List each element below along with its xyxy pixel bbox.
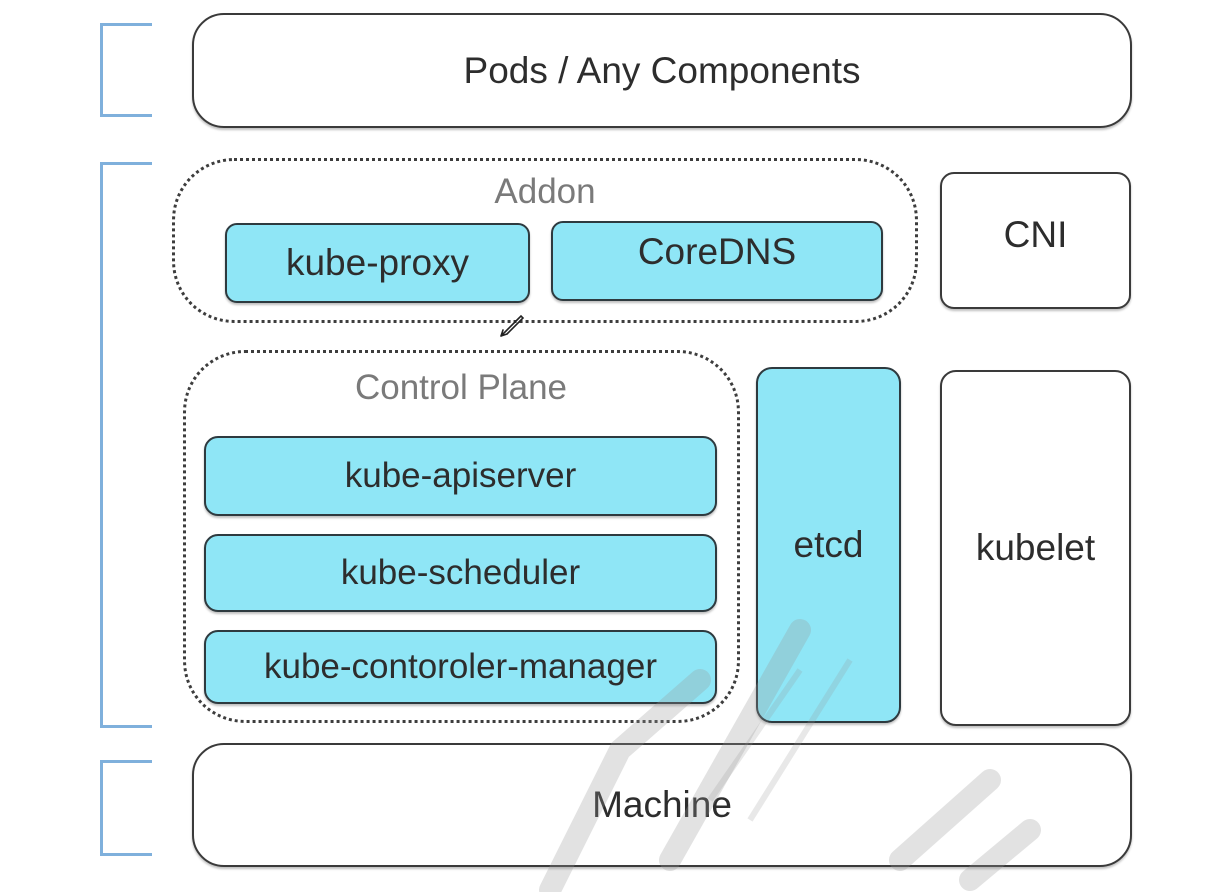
control-plane-group [183, 350, 740, 723]
layer-bracket-middle [100, 162, 152, 728]
kube-scheduler-label: kube-scheduler [340, 553, 581, 592]
kube-apiserver-box: kube-apiserver [204, 436, 717, 516]
coredns-box: CoreDNS [551, 221, 883, 301]
kube-apiserver-label: kube-apiserver [344, 456, 577, 495]
etcd-box: etcd [756, 367, 901, 723]
control-plane-group-title: Control Plane [354, 368, 568, 407]
kube-controller-manager-box: kube-contoroler-manager [204, 630, 717, 704]
coredns-label: CoreDNS [637, 231, 797, 272]
kube-controller-manager-label: kube-contoroler-manager [264, 647, 657, 686]
machine-layer-label: Machine [592, 784, 732, 825]
kubelet-label: kubelet [975, 527, 1096, 568]
machine-layer-box: Machine [192, 743, 1132, 867]
layer-bracket-top [100, 23, 152, 117]
kube-scheduler-box: kube-scheduler [204, 534, 717, 612]
etcd-label: etcd [793, 524, 864, 565]
kubelet-box: kubelet [940, 370, 1131, 726]
cni-box: CNI [940, 172, 1131, 309]
kube-proxy-box: kube-proxy [225, 223, 530, 303]
cursor-icon [500, 314, 525, 337]
pods-layer-box: Pods / Any Components [192, 13, 1132, 128]
pods-layer-label: Pods / Any Components [463, 49, 861, 91]
addon-group [172, 158, 918, 323]
layer-bracket-bottom [100, 760, 152, 856]
kube-proxy-label: kube-proxy [285, 242, 470, 283]
addon-group-title: Addon [494, 172, 596, 211]
cni-label: CNI [1003, 214, 1068, 255]
